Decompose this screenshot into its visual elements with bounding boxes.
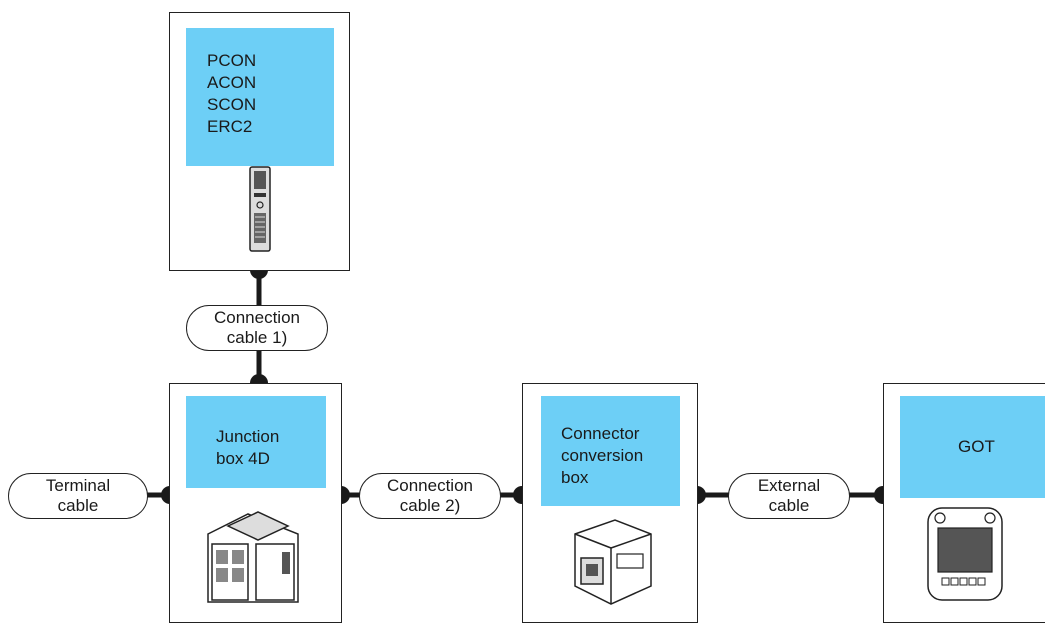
got-device-image [927,507,1003,601]
junction-box-label-line: Junction [216,427,280,446]
connection-cable-2-label: Connection cable 2) [359,473,501,519]
connector-conversion-box-label: Connector conversion box [541,396,680,506]
cable-label-line: cable [768,496,810,515]
connection-cable-1-label: Connection cable 1) [186,305,328,351]
cable-label-line: Terminal [45,476,111,495]
got-label: GOT [900,396,1045,498]
junction-box-node: Junction box 4D [169,383,342,623]
cable-label-line: cable 1) [226,328,288,347]
terminal-cable-label: Terminal cable [8,473,148,519]
junction-box-label-line: box 4D [216,449,270,468]
controller-label-line: ERC2 [207,117,253,136]
got-label-line: GOT [958,437,995,456]
cable-label-line: cable [57,496,99,515]
cable-label-line: cable 2) [399,496,461,515]
controller-label-line: SCON [207,95,257,114]
connector-conversion-box-label-line: Connector [561,424,640,443]
controller-node: PCON ACON SCON ERC2 [169,12,350,271]
connector-conversion-box-device-image [574,519,652,605]
controller-label-line: ACON [207,73,257,92]
external-cable-label: External cable [728,473,850,519]
connector-conversion-box-label-line: conversion [561,446,644,465]
controller-label-line: PCON [207,51,257,70]
controller-label: PCON ACON SCON ERC2 [186,28,334,166]
controller-device-image [249,166,271,252]
connector-conversion-box-node: Connector conversion box [522,383,698,623]
cable-label-line: Connection [386,476,473,495]
got-node: GOT [883,383,1045,623]
junction-box-label: Junction box 4D [186,396,326,488]
junction-box-device-image [207,511,299,603]
connector-conversion-box-label-line: box [561,468,589,487]
cable-label-line: Connection [213,308,300,327]
cable-label-line: External [757,476,821,495]
